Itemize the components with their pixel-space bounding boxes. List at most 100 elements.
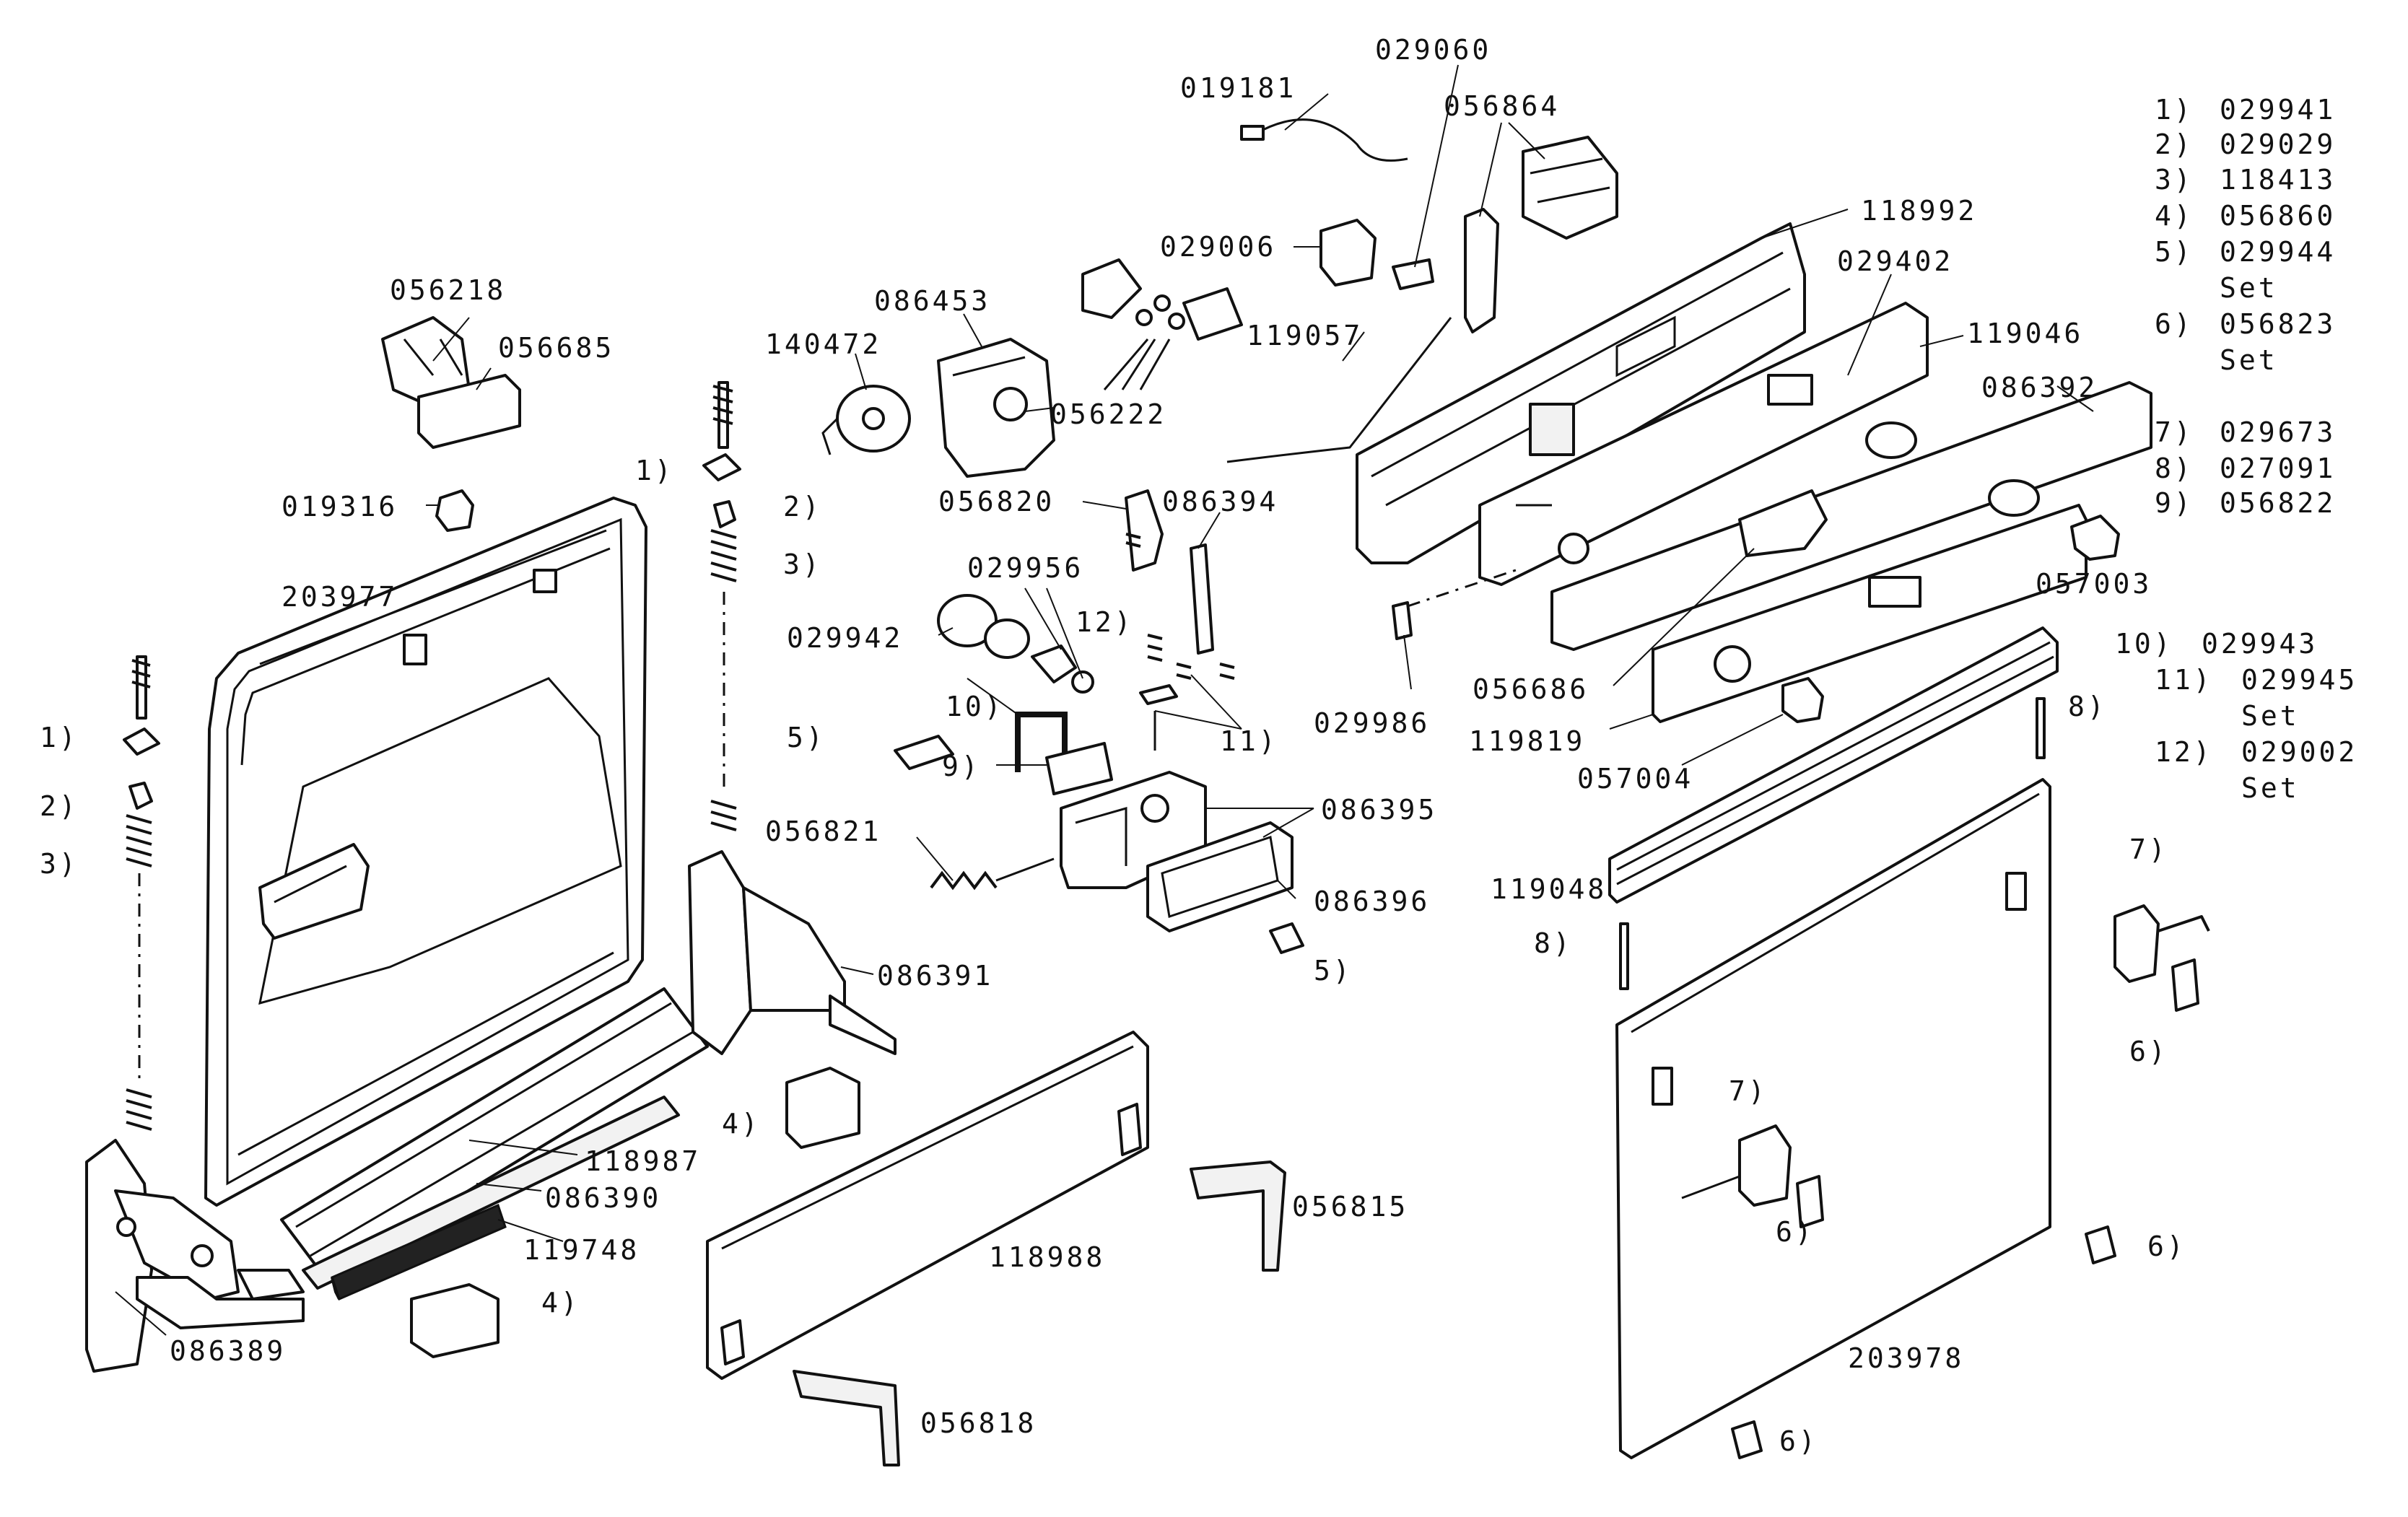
rod-056821 [995, 857, 1055, 882]
label-086453: 086453 [874, 285, 990, 317]
label-029060: 029060 [1375, 34, 1491, 66]
part-5-lower [1269, 922, 1304, 954]
seal-119748 [331, 1203, 507, 1301]
label-118987: 118987 [585, 1145, 701, 1177]
marker-11: 11) [1220, 725, 1278, 757]
part-5-upper [894, 735, 954, 770]
marker-4-upper: 4) [722, 1108, 761, 1140]
part-labels: 019181 029060 056864 118992 029402 11904… [40, 34, 2186, 1457]
marker-3-center: 3) [783, 548, 822, 580]
lock-parts-056218 [381, 316, 521, 449]
label-119748: 119748 [523, 1234, 640, 1266]
marker-8-lower: 8) [1534, 927, 1573, 959]
label-057004: 057004 [1577, 763, 1693, 795]
legend-key-5: 5) [2155, 236, 2194, 268]
marker-4-lower: 4) [541, 1287, 580, 1319]
label-086391: 086391 [877, 960, 993, 992]
marker-5-lower: 5) [1314, 955, 1353, 987]
hinge-086389 [85, 1139, 305, 1373]
bushings-029942 [937, 594, 1094, 694]
legend-code-1: 029941 [2220, 94, 2336, 126]
marker-7-right: 7) [2129, 834, 2168, 865]
label-086389: 086389 [170, 1335, 286, 1367]
legend-code-12: 029002 [2241, 736, 2357, 768]
label-086396: 086396 [1314, 886, 1430, 917]
legend-code-9: 056822 [2220, 487, 2336, 519]
legend-code-2: 029029 [2220, 128, 2336, 160]
label-119046: 119046 [1967, 318, 2083, 349]
marker-6-bottom: 6) [1779, 1425, 1818, 1457]
inner-door-panel [204, 497, 647, 1207]
label-056864: 056864 [1444, 90, 1560, 122]
label-118988: 118988 [989, 1241, 1105, 1273]
legend-code-11: 029945 [2241, 664, 2357, 696]
marker-12: 12) [1076, 606, 1134, 638]
lever-056864 [1464, 208, 1499, 333]
wire-119057 [1226, 317, 1452, 463]
bracket-10 [1015, 712, 1068, 772]
label-057003: 057003 [2036, 568, 2152, 600]
rod-086394 [1190, 543, 1214, 655]
legend-code-8: 027091 [2220, 453, 2336, 484]
marker-7-center: 7) [1729, 1075, 1768, 1107]
legend-code-10: 029943 [2202, 628, 2318, 660]
label-019181: 019181 [1180, 72, 1296, 104]
marker-2-center: 2) [783, 491, 822, 523]
legend-code-5: 029944 [2220, 236, 2336, 268]
label-086394: 086394 [1162, 486, 1278, 517]
legend-key-2: 2) [2155, 128, 2194, 160]
marker-6-right: 6) [2129, 1036, 2168, 1067]
small-parts-056222 [1081, 258, 1243, 390]
label-140472: 140472 [765, 328, 881, 360]
legend-note-5: Set [2220, 272, 2278, 304]
label-119057: 119057 [1247, 320, 1363, 351]
legend-key-3: 3) [2155, 164, 2194, 196]
clip-6-right [2085, 1225, 2116, 1264]
screw-8-upper [2036, 697, 2046, 759]
label-118992: 118992 [1861, 195, 1977, 227]
legend-code-6: 056823 [2220, 308, 2336, 340]
center-spring-hardware [702, 381, 741, 831]
strip-086390 [302, 1096, 680, 1290]
part-9 [1045, 742, 1113, 795]
kickplate-118988 [706, 1031, 1149, 1380]
pin-029060 [1392, 258, 1434, 290]
knob-057004 [1781, 677, 1824, 723]
screw-8-lower [1619, 922, 1629, 990]
label-086392: 086392 [1981, 372, 2098, 403]
label-119048: 119048 [1491, 873, 1607, 905]
block-4-lower [410, 1283, 500, 1358]
label-056222: 056222 [1050, 398, 1166, 430]
bracket-056864 [1522, 136, 1618, 240]
left-spring-hardware [123, 655, 160, 1131]
legend-key-1: 1) [2155, 94, 2194, 126]
panel-frame-118992 [1356, 222, 1806, 564]
marker-6-center: 6) [1776, 1216, 1815, 1248]
label-203978: 203978 [1848, 1342, 1964, 1374]
legend-key-12: 12) [2155, 736, 2213, 768]
block-029006 [1319, 219, 1377, 287]
label-029006: 029006 [1160, 231, 1276, 263]
outer-door-203978 [1615, 778, 2051, 1459]
leader-lines [115, 64, 2094, 1336]
spring-056821 [930, 870, 998, 891]
handle-056686 [1738, 489, 1828, 557]
legend-note-12: Set [2241, 772, 2300, 804]
marker-6-lower-right: 6) [2147, 1230, 2186, 1262]
marker-1-center: 1) [635, 455, 674, 486]
block-4-upper [785, 1067, 860, 1149]
cable-019181 [1240, 118, 1408, 162]
label-029402: 029402 [1837, 245, 1953, 277]
marker-2-left: 2) [40, 790, 79, 822]
marker-1-left: 1) [40, 722, 79, 753]
foot-056815 [1190, 1160, 1286, 1272]
latch-056820 [1125, 489, 1164, 572]
legend-key-4: 4) [2155, 200, 2194, 232]
clip-019316 [435, 489, 474, 532]
label-056818: 056818 [920, 1407, 1037, 1439]
label-056218: 056218 [390, 274, 506, 306]
label-029956: 029956 [967, 552, 1083, 584]
label-119819: 119819 [1469, 725, 1585, 757]
dash-029986 [1407, 569, 1517, 608]
fascia-119046 [1478, 302, 1929, 586]
